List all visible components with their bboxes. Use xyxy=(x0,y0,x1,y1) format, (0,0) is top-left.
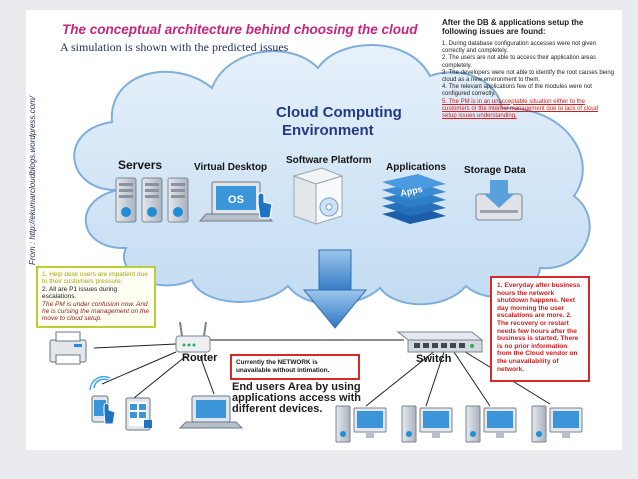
storage-disk-icon xyxy=(475,180,523,221)
issue-item: 3. The developers were not able to ident… xyxy=(442,69,614,84)
diagram-canvas: OS Apps xyxy=(49,44,591,443)
helpdesk-note: 1. Help desk users are impatient due to … xyxy=(36,266,156,328)
os-badge: OS xyxy=(228,194,244,206)
storage-data-label: Storage Data xyxy=(464,165,526,176)
cloud-to-network-arrow xyxy=(302,249,368,329)
switch-label: Switch xyxy=(416,353,452,365)
issue-item: 5. The PM is in an unacceptable situatio… xyxy=(442,98,599,120)
page-subtitle: A simulation is shown with the predicted… xyxy=(60,40,289,54)
schedule-note: 1. Everyday after business hours the net… xyxy=(490,276,590,382)
issue-item: 4. The relevant applications few of the … xyxy=(442,84,592,98)
router-label: Router xyxy=(182,352,218,364)
network-note: Currently the NETWORK is unavailable wit… xyxy=(230,354,360,380)
apps-badge: Apps xyxy=(399,184,423,198)
cloud-title: Cloud Computing Environment xyxy=(276,104,402,139)
issues-panel: After the DB & applications setup the fo… xyxy=(442,18,614,120)
page-title: The conceptual architecture behind choos… xyxy=(62,22,418,37)
software-box-icon xyxy=(292,167,344,225)
switch-icon xyxy=(396,331,484,353)
tablet-icon xyxy=(125,397,152,431)
slide: From : http://ekumarcloudblogs.wordpress… xyxy=(26,10,622,450)
printer-icon xyxy=(49,331,87,365)
issue-item: 1. During database configuration accesse… xyxy=(442,41,597,55)
software-platform-label: Software Platform xyxy=(286,155,372,166)
mobile-device-icon xyxy=(89,375,116,425)
virtual-desktop-label: Virtual Desktop xyxy=(194,162,268,173)
issues-list: 1. During database configuration accesse… xyxy=(442,41,614,120)
servers-label: Servers xyxy=(118,158,163,172)
server-rack-icon xyxy=(115,177,189,223)
laptop-os-icon xyxy=(198,181,274,222)
apps-stack-icon xyxy=(382,174,446,224)
router-icon xyxy=(175,321,211,353)
laptop-icon xyxy=(178,395,244,429)
applications-label: Applications xyxy=(386,162,447,173)
issue-item: 2. The users are not able to access thei… xyxy=(442,55,596,69)
end-users-text: End users Area by using applications acc… xyxy=(232,381,361,415)
issues-heading: After the DB & applications setup the fo… xyxy=(442,18,584,36)
desktop-pc-icons xyxy=(335,405,583,443)
